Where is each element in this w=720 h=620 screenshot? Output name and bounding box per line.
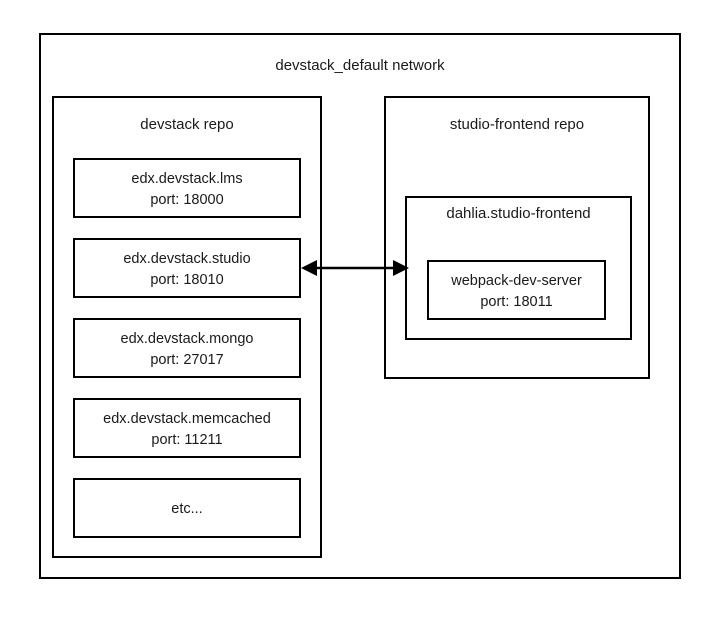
group-devstack-repo-title: devstack repo bbox=[140, 116, 234, 133]
node-edx-devstack-studio-name: edx.devstack.studio bbox=[123, 251, 251, 267]
node-etc[interactable]: etc... bbox=[73, 478, 301, 538]
node-webpack-dev-server[interactable]: webpack-dev-server port: 18011 bbox=[427, 260, 606, 320]
node-edx-devstack-mongo-name: edx.devstack.mongo bbox=[120, 331, 254, 347]
node-edx-devstack-mongo-port: port: 27017 bbox=[150, 352, 224, 368]
node-edx-devstack-memcached-port: port: 11211 bbox=[151, 432, 223, 448]
node-edx-devstack-memcached-name: edx.devstack.memcached bbox=[103, 411, 271, 427]
node-edx-devstack-lms-port: port: 18000 bbox=[150, 192, 224, 208]
node-edx-devstack-studio-label: edx.devstack.studio port: 18010 bbox=[75, 249, 299, 291]
node-edx-devstack-memcached[interactable]: edx.devstack.memcached port: 11211 bbox=[73, 398, 301, 458]
node-webpack-dev-server-label: webpack-dev-server port: 18011 bbox=[429, 271, 604, 313]
node-edx-devstack-studio[interactable]: edx.devstack.studio port: 18010 bbox=[73, 238, 301, 298]
network-title: devstack_default network bbox=[275, 57, 445, 74]
node-edx-devstack-memcached-label: edx.devstack.memcached port: 11211 bbox=[75, 409, 299, 451]
node-edx-devstack-lms-label: edx.devstack.lms port: 18000 bbox=[75, 169, 299, 211]
group-studio-frontend-repo bbox=[384, 96, 650, 379]
container-dahlia-studio-frontend-title: dahlia.studio-frontend bbox=[446, 205, 591, 222]
group-devstack-repo bbox=[52, 96, 322, 558]
node-etc-label: etc... bbox=[75, 499, 299, 520]
node-edx-devstack-lms[interactable]: edx.devstack.lms port: 18000 bbox=[73, 158, 301, 218]
node-etc-name: etc... bbox=[171, 501, 203, 517]
network-container bbox=[39, 33, 681, 579]
node-webpack-dev-server-port: port: 18011 bbox=[480, 294, 553, 310]
node-edx-devstack-studio-port: port: 18010 bbox=[150, 272, 224, 288]
node-webpack-dev-server-name: webpack-dev-server bbox=[451, 273, 582, 289]
connector-double-arrow bbox=[301, 260, 409, 276]
node-edx-devstack-lms-name: edx.devstack.lms bbox=[131, 171, 243, 187]
node-edx-devstack-mongo-label: edx.devstack.mongo port: 27017 bbox=[75, 329, 299, 371]
node-edx-devstack-mongo[interactable]: edx.devstack.mongo port: 27017 bbox=[73, 318, 301, 378]
group-studio-frontend-repo-title: studio-frontend repo bbox=[449, 116, 585, 133]
